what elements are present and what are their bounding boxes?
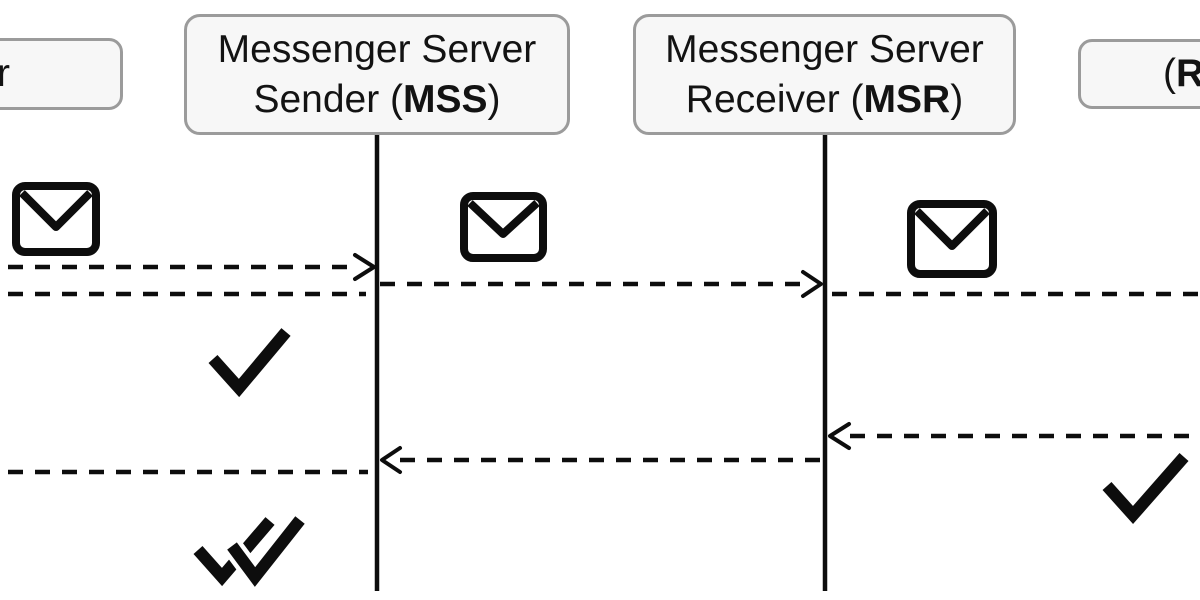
message-arrow-mss-to-msr <box>380 270 823 298</box>
participant-box-msr: Messenger Server Receiver (MSR) <box>633 14 1016 135</box>
envelope-icon-msr <box>907 200 997 278</box>
single-check-icon-sender <box>208 328 291 398</box>
double-check-icon-sender <box>193 513 309 595</box>
participant-abbr-msr: MSR <box>863 77 951 121</box>
participant-abbr-receiver: R <box>1176 52 1200 95</box>
participant-label-msr-line2: Receiver (MSR) <box>685 77 964 121</box>
envelope-icon-mss <box>460 192 547 262</box>
participant-label-mss-line1: Messenger Server <box>217 27 537 71</box>
message-arrow-sender-to-mss <box>8 253 376 281</box>
participant-abbr-mss: MSS <box>403 77 488 121</box>
participant-box-receiver-partial: (R <box>1078 39 1200 109</box>
participant-label-msr-line1: Messenger Server <box>665 27 984 71</box>
participant-label-mss-line2: Sender (MSS) <box>253 77 501 121</box>
participant-label-receiver-partial: (R <box>1163 49 1200 99</box>
envelope-icon-sender <box>12 182 100 256</box>
message-arrow-receiver-to-msr <box>828 422 1200 450</box>
participant-box-sender-partial: r <box>0 38 123 110</box>
single-check-icon-receiver <box>1102 453 1189 525</box>
participant-label-sender-partial: r <box>0 52 10 95</box>
message-arrow-msr-to-mss <box>380 446 821 474</box>
participant-box-mss: Messenger Server Sender (MSS) <box>184 14 570 135</box>
